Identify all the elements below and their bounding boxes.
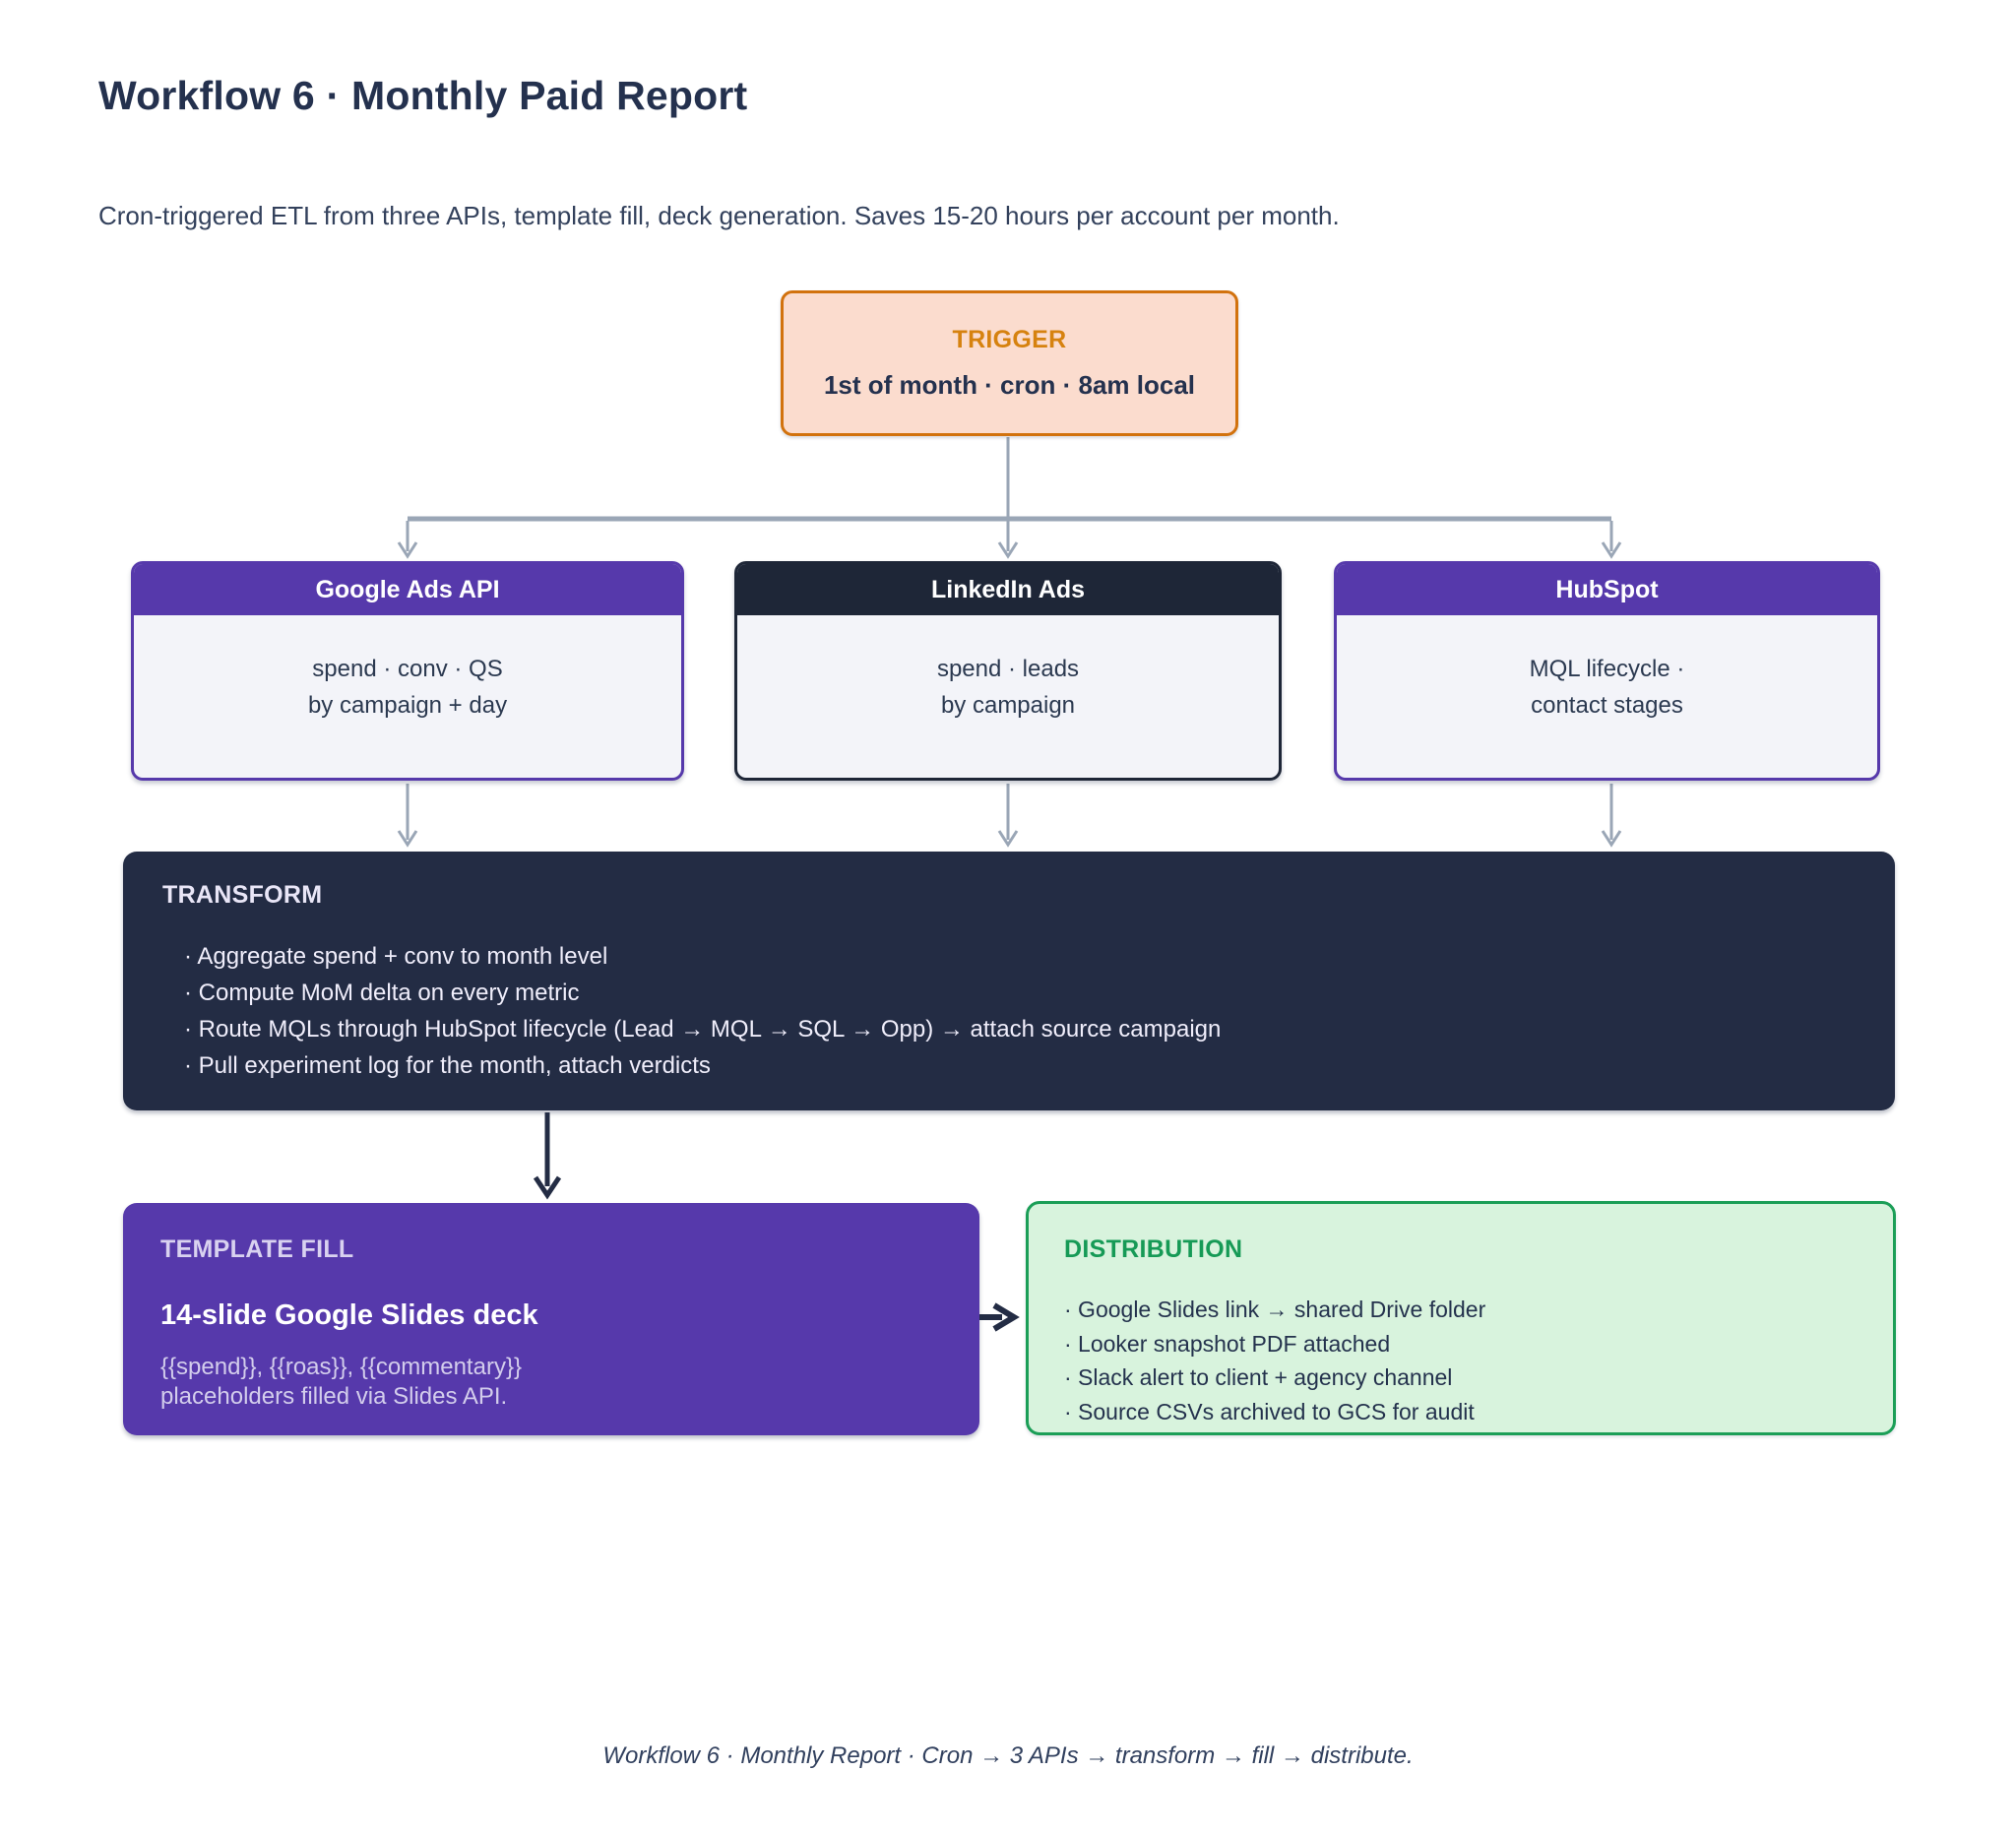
source-detail: spend · conv · QS by campaign + day	[307, 656, 508, 719]
arrowhead-down-icon	[997, 830, 1019, 848]
transform-bullet: · Compute MoM delta on every metric	[184, 980, 580, 1006]
page-title: Workflow 6 · Monthly Paid Report	[98, 73, 748, 118]
source-title: HubSpot	[1337, 564, 1877, 615]
source-node-linkedin-ads: LinkedIn Ads spend · leads by campaign	[734, 561, 1282, 781]
source-title: LinkedIn Ads	[737, 564, 1279, 615]
source-detail: MQL lifecycle · contact stages	[1529, 656, 1685, 719]
distribution-bullet: · Slack alert to client + agency channel	[1064, 1364, 1453, 1390]
arrowhead-down-icon	[1601, 541, 1622, 559]
source-title: Google Ads API	[134, 564, 681, 615]
page-footer: Workflow 6 · Monthly Report · Cron → 3 A…	[602, 1742, 1414, 1769]
page-subtitle: Cron-triggered ETL from three APIs, temp…	[98, 201, 1340, 230]
distribution-node: DISTRIBUTION · Google Slides link → shar…	[1026, 1201, 1896, 1435]
arrowhead-down-icon	[533, 1175, 562, 1200]
template-fill-headline: 14-slide Google Slides deck	[160, 1299, 538, 1331]
distribution-bullet: · Source CSVs archived to GCS for audit	[1064, 1398, 1475, 1424]
transform-bullet: · Aggregate spend + conv to month level	[184, 943, 608, 970]
transform-label: TRANSFORM	[162, 881, 323, 909]
trigger-detail: 1st of month · cron · 8am local	[823, 370, 1196, 400]
arrowhead-down-icon	[1601, 830, 1622, 848]
trigger-label: TRIGGER	[952, 326, 1067, 353]
arrowhead-down-icon	[397, 830, 418, 848]
transform-bullet: · Pull experiment log for the month, att…	[184, 1052, 711, 1079]
template-fill-label: TEMPLATE FILL	[160, 1235, 354, 1263]
arrowhead-down-icon	[997, 541, 1019, 559]
distribution-label: DISTRIBUTION	[1064, 1235, 1243, 1263]
source-node-hubspot: HubSpot MQL lifecycle · contact stages	[1334, 561, 1880, 781]
trigger-node: TRIGGER 1st of month · cron · 8am local	[781, 290, 1238, 436]
transform-bullet: · Route MQLs through HubSpot lifecycle (…	[184, 1016, 1222, 1043]
distribution-bullet: · Looker snapshot PDF attached	[1064, 1330, 1391, 1357]
transform-node: TRANSFORM · Aggregate spend + conv to mo…	[123, 852, 1895, 1110]
transform-bullets: · Aggregate spend + conv to month level …	[184, 938, 1221, 1084]
distribution-bullet: · Google Slides link → shared Drive fold…	[1064, 1297, 1486, 1322]
template-fill-node: TEMPLATE FILL 14-slide Google Slides dec…	[123, 1203, 979, 1435]
source-detail: spend · leads by campaign	[936, 656, 1080, 719]
gray-connectors	[397, 437, 1622, 848]
arrowhead-right-icon	[992, 1302, 1020, 1332]
distribution-bullets: · Google Slides link → shared Drive fold…	[1064, 1293, 1485, 1428]
arrowhead-down-icon	[397, 541, 418, 559]
template-fill-body: {{spend}}, {{roas}}, {{commentary}} plac…	[160, 1354, 522, 1410]
source-node-google-ads: Google Ads API spend · conv · QS by camp…	[131, 561, 684, 781]
